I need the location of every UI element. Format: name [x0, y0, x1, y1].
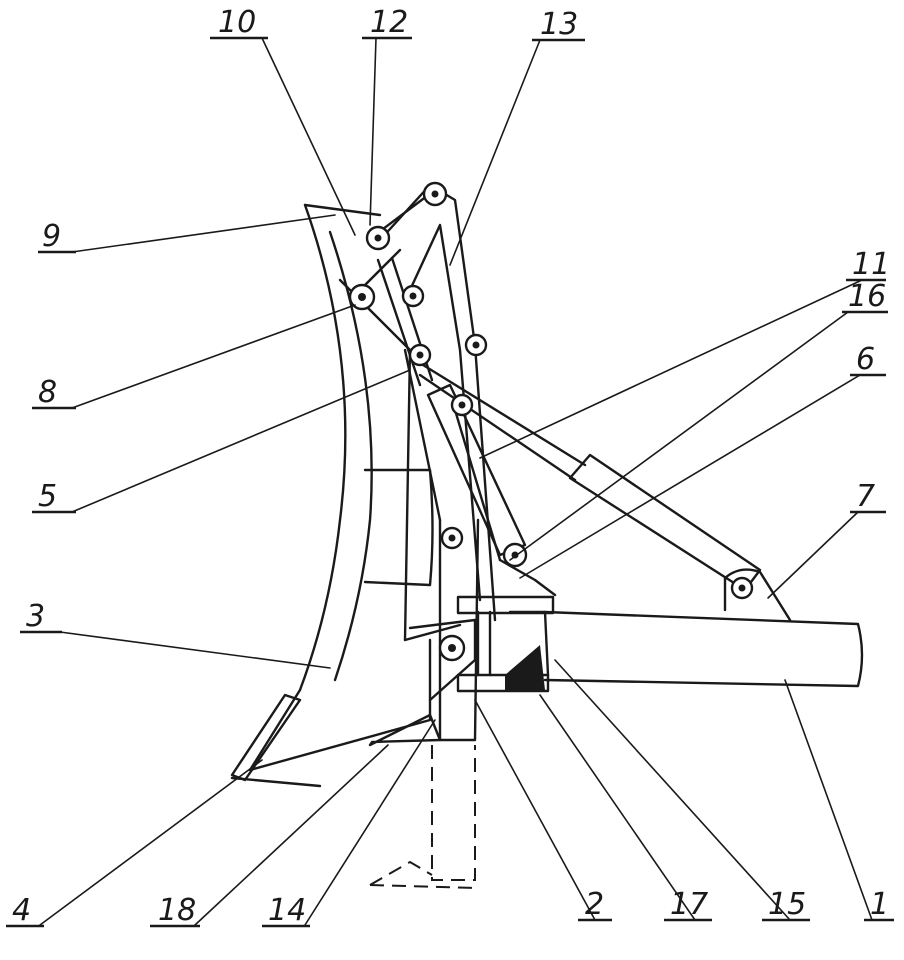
callout-15: 15 [762, 887, 810, 922]
callout-14: 14 [262, 893, 310, 928]
callout-label: 17 [670, 887, 708, 922]
callout-3: 3 [20, 599, 62, 634]
callout-18: 18 [150, 893, 200, 928]
callout-4: 4 [6, 893, 44, 928]
callout-label: 11 [852, 247, 890, 282]
push-beam [543, 610, 864, 688]
callout-16: 16 [842, 279, 888, 314]
callout-13: 13 [532, 7, 585, 42]
callout-6: 6 [850, 342, 886, 377]
cutting-knife [230, 693, 322, 788]
callout-2: 2 [578, 887, 612, 922]
callout-11: 11 [846, 247, 890, 282]
callout-label: 5 [38, 479, 57, 514]
callout-12: 12 [362, 5, 412, 40]
pivot-pins [348, 181, 754, 662]
callout-label: 13 [540, 7, 578, 42]
callout-label: 4 [12, 893, 31, 928]
callout-7: 7 [850, 479, 886, 514]
callout-label: 12 [370, 5, 408, 40]
vertical-frame [369, 348, 480, 889]
callout-label: 16 [848, 279, 886, 314]
callout-1: 1 [864, 887, 894, 922]
callout-8: 8 [32, 375, 76, 410]
mount-block [408, 595, 555, 702]
callout-label: 18 [158, 893, 196, 928]
bracket-7 [723, 568, 792, 622]
callout-label: 8 [38, 375, 57, 410]
callout-5: 5 [32, 479, 76, 514]
callout-label: 6 [856, 342, 875, 377]
leader-lines [39, 37, 873, 926]
callout-9: 9 [38, 219, 76, 254]
callout-label: 14 [268, 893, 306, 928]
callout-label: 15 [768, 887, 806, 922]
callout-label: 9 [42, 219, 61, 254]
callout-10: 10 [210, 5, 268, 40]
callout-label: 1 [870, 887, 889, 922]
callout-17: 17 [664, 887, 712, 922]
callout-label: 3 [26, 599, 45, 634]
callout-label: 2 [585, 887, 604, 922]
callout-label: 10 [218, 5, 256, 40]
upper-link-13 [378, 183, 497, 622]
callout-label: 7 [856, 479, 875, 514]
hydraulic-cylinder [413, 358, 762, 592]
